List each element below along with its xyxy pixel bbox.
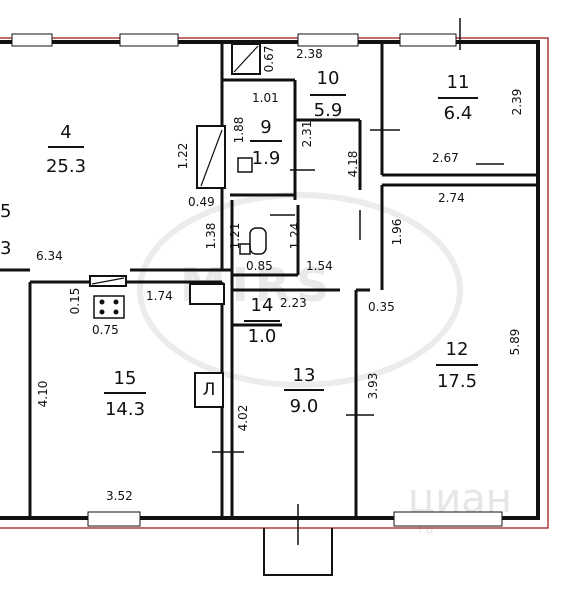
separator (244, 320, 280, 322)
room-11-number: 11 (446, 72, 470, 93)
dimension-label: 2.38 (296, 47, 323, 61)
room-13-number: 13 (292, 365, 316, 386)
room-12-area: 17.5 (436, 371, 478, 392)
room-9-area: 1.9 (251, 148, 281, 169)
dimension-label: 0.67 (262, 45, 276, 73)
dimension-label: 0.75 (92, 323, 119, 337)
room-14-area: 1.0 (247, 326, 277, 347)
dimension-label: 0.85 (246, 259, 273, 273)
shafts (89, 43, 261, 305)
dimension-label: 6.34 (36, 249, 63, 263)
dimension-label: 2.39 (510, 88, 524, 116)
room-13-area: 9.0 (289, 396, 319, 417)
room-12-number: 12 (445, 339, 469, 360)
dimension-label: 1.21 (228, 222, 242, 250)
room-11-area: 6.4 (443, 103, 473, 124)
dimension-label: 4.18 (346, 150, 360, 178)
dimension-label: 2.23 (280, 296, 307, 310)
room-14-number: 14 (250, 295, 274, 316)
separator (310, 94, 346, 96)
dimension-label: 3.52 (106, 489, 133, 503)
separator (438, 97, 478, 99)
window-top (11, 33, 457, 47)
room-10-number: 10 (316, 68, 340, 89)
dimension-label: 1.88 (232, 116, 246, 144)
dimension-label: 1.22 (176, 142, 190, 170)
dimension-label: 1.54 (306, 259, 333, 273)
dimension-label: 1.38 (204, 222, 218, 250)
toilet-icon (237, 157, 267, 255)
door-marks (204, 18, 504, 453)
separator (284, 389, 324, 391)
dimension-label: 3.93 (366, 372, 380, 400)
dimension-label: 2.31 (300, 120, 314, 148)
dimension-label: 1.74 (146, 289, 173, 303)
elevator-symbol: Л (194, 372, 224, 408)
room-9-number: 9 (260, 117, 272, 138)
dimension-label: 2.74 (438, 191, 465, 205)
window-bottom (87, 511, 503, 527)
stove-icon (93, 295, 125, 319)
room-15-area: 14.3 (104, 399, 146, 420)
room-10-area: 5.9 (313, 100, 343, 121)
room-5-area: 3 (0, 238, 12, 259)
room-4-number: 4 (60, 122, 72, 143)
separator (250, 140, 282, 142)
dimension-label: 0.49 (188, 195, 215, 209)
dimension-label: 1.96 (390, 218, 404, 246)
shaft-diagonals (91, 45, 259, 285)
dimension-label: 5.89 (508, 328, 522, 356)
dimension-label: 0.15 (68, 287, 82, 315)
outer-wall (0, 40, 540, 520)
separator (48, 146, 84, 148)
room-15-number: 15 (113, 368, 137, 389)
separator (436, 364, 478, 366)
balcony (263, 528, 333, 576)
room-4-area: 25.3 (45, 156, 87, 177)
outer-outline (0, 37, 549, 529)
dimension-label: 0.35 (368, 300, 395, 314)
dimension-label: 2.67 (432, 151, 459, 165)
dimension-label: 1.01 (252, 91, 279, 105)
separator (104, 392, 146, 394)
dimension-label: 4.02 (236, 404, 250, 432)
room-5-number: 5 (0, 201, 12, 222)
watermark-ellipse (137, 192, 463, 388)
dimension-label: 1.24 (288, 222, 302, 250)
dimension-label: 4.10 (36, 380, 50, 408)
